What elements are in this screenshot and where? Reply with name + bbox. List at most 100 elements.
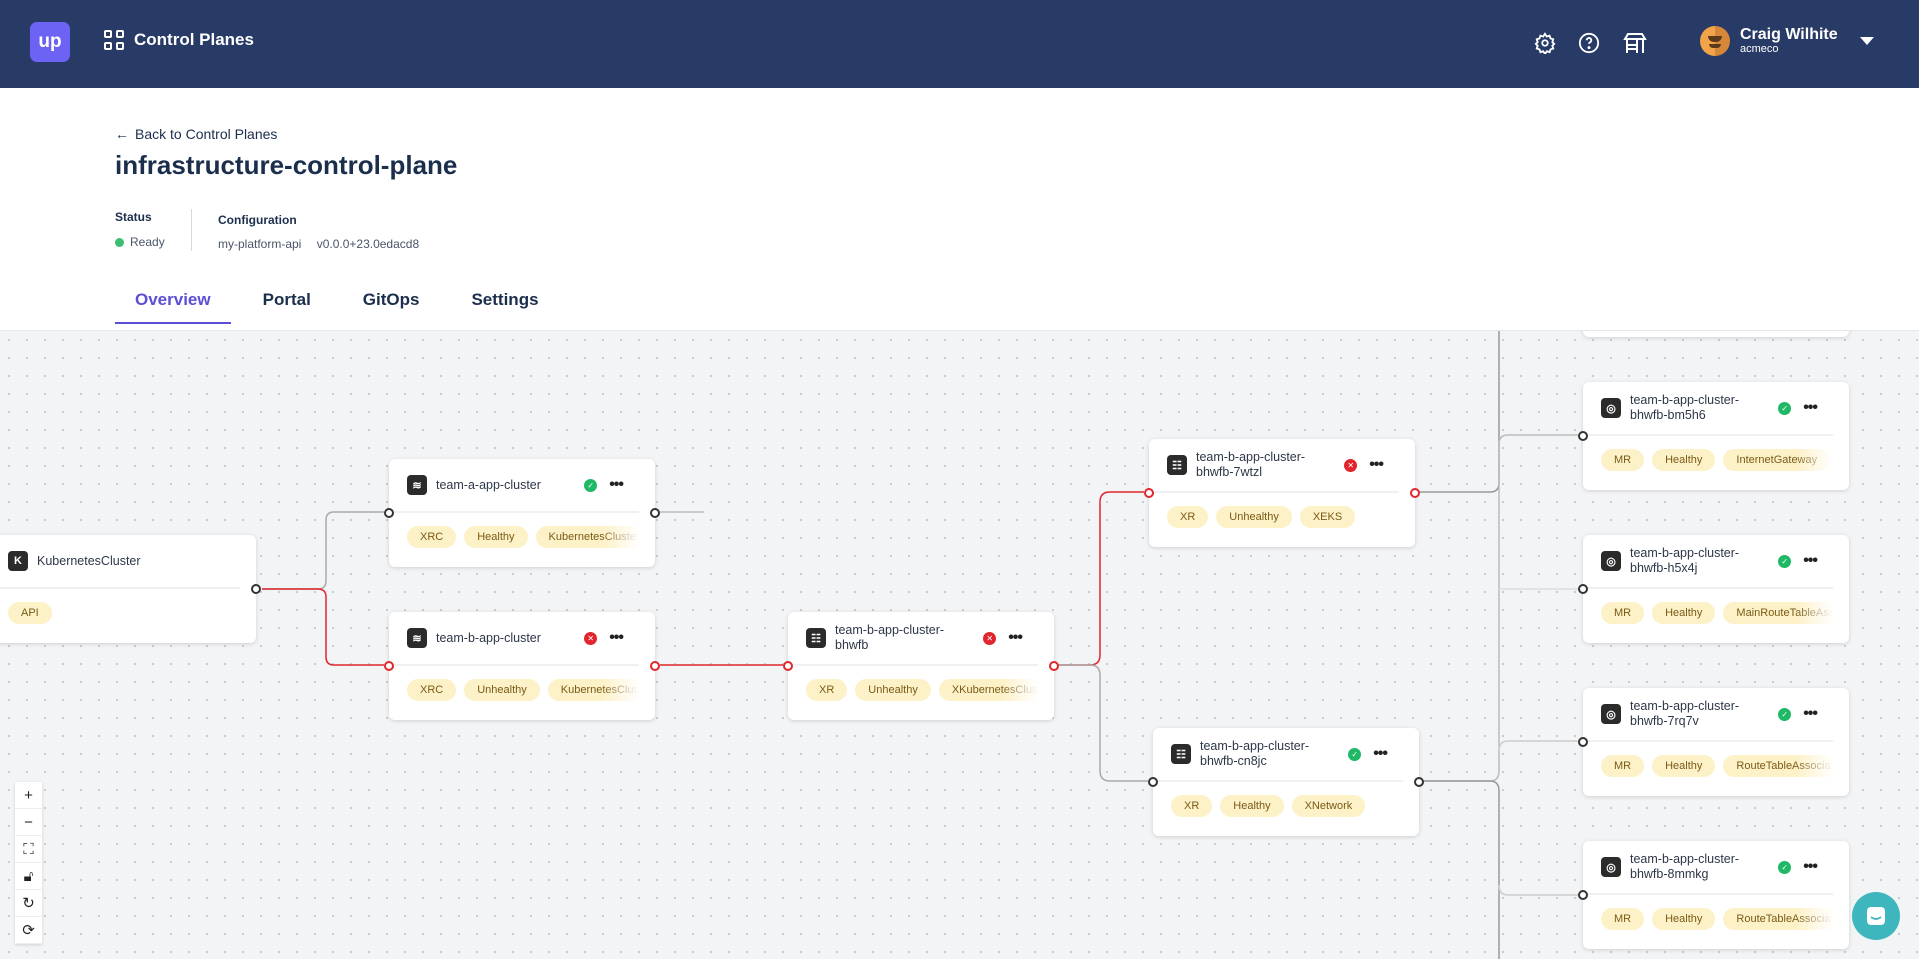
- configuration-label: Configuration: [218, 213, 297, 227]
- error-circle-icon: ✕: [983, 631, 997, 645]
- upbound-logo[interactable]: up: [30, 22, 70, 62]
- tag: Healthy: [1652, 602, 1716, 624]
- output-handle[interactable]: [1410, 488, 1420, 498]
- more-options-icon[interactable]: •••: [609, 476, 624, 493]
- fit-view-icon[interactable]: ⛶: [15, 836, 42, 863]
- managed-resource-icon: ◎: [1601, 857, 1621, 877]
- managed-resource-icon: ◎: [1601, 398, 1621, 418]
- tag: XRC: [407, 526, 457, 548]
- managed-resource-icon: ◎: [1601, 551, 1621, 571]
- settings-gear-icon[interactable]: [1532, 30, 1558, 56]
- status-dot: [115, 237, 124, 247]
- managed-resource-icon: ◎: [1601, 704, 1621, 724]
- lock-icon[interactable]: 🔓︎: [15, 863, 42, 890]
- user-name: Craig Wilhite: [1740, 26, 1838, 43]
- zoom-out-icon[interactable]: −: [15, 809, 42, 836]
- output-handle[interactable]: [1049, 661, 1059, 671]
- more-options-icon[interactable]: •••: [1803, 399, 1818, 416]
- more-options-icon[interactable]: •••: [609, 629, 624, 646]
- more-options-icon[interactable]: •••: [1373, 745, 1388, 762]
- zoom-in-icon[interactable]: +: [15, 782, 42, 809]
- tab-gitops[interactable]: GitOps: [362, 290, 420, 309]
- more-options-icon[interactable]: •••: [1803, 858, 1818, 875]
- output-handle[interactable]: [650, 508, 660, 518]
- status-value: Ready: [115, 235, 165, 249]
- tag: XR: [1171, 795, 1213, 817]
- marketplace-store-icon[interactable]: [1622, 30, 1648, 56]
- status-text: Ready: [130, 235, 165, 249]
- composite-icon: ☷: [1171, 744, 1191, 764]
- more-options-icon[interactable]: •••: [1803, 552, 1818, 569]
- node-header: ☷team-b-app-cluster-bhwfb-7wtzl✕•••: [1149, 439, 1399, 493]
- input-handle[interactable]: [1578, 431, 1588, 441]
- edge: [262, 511, 384, 590]
- tag: InternetGateway: [1723, 449, 1831, 471]
- back-link[interactable]: ← Back to Control Planes: [115, 126, 277, 142]
- input-handle[interactable]: [1578, 584, 1588, 594]
- avatar: [1700, 26, 1730, 56]
- input-handle[interactable]: [1148, 777, 1158, 787]
- configuration-name[interactable]: my-platform-api: [218, 237, 302, 251]
- more-options-icon[interactable]: •••: [1369, 456, 1384, 473]
- edge: [1419, 331, 1500, 493]
- edge: [1422, 780, 1500, 959]
- tag: API: [8, 602, 52, 624]
- more-options-icon[interactable]: •••: [1803, 705, 1818, 722]
- input-handle[interactable]: [1144, 488, 1154, 498]
- input-handle[interactable]: [1578, 737, 1588, 747]
- node-title: team-b-app-cluster-bhwfb-h5x4j: [1630, 546, 1740, 575]
- node-title: team-b-app-cluster-bhwfb-bm5h6: [1630, 393, 1740, 422]
- user-menu[interactable]: Craig Wilhite acmeco: [1700, 26, 1874, 56]
- input-handle[interactable]: [1578, 890, 1588, 900]
- control-planes-nav[interactable]: Control Planes: [104, 30, 254, 50]
- arrow-left-icon: ←: [115, 126, 129, 142]
- output-handle[interactable]: [1414, 777, 1424, 787]
- caret-down-icon[interactable]: [1859, 37, 1874, 45]
- input-handle[interactable]: [384, 508, 394, 518]
- refresh-icon[interactable]: ⟳: [15, 917, 42, 944]
- tab-overview[interactable]: Overview: [115, 290, 231, 324]
- help-icon[interactable]: [1576, 30, 1602, 56]
- node-header: ≋team-b-app-cluster✕•••: [389, 612, 639, 666]
- node-title: team-b-app-cluster: [436, 630, 541, 645]
- input-handle[interactable]: [384, 661, 394, 671]
- composite-icon: ☷: [1167, 455, 1187, 475]
- edge: [1498, 740, 1578, 752]
- tab-portal[interactable]: Portal: [262, 290, 311, 309]
- tag: Healthy: [1652, 449, 1716, 471]
- chat-support-button[interactable]: [1852, 892, 1900, 940]
- edge: [1058, 664, 1148, 782]
- graph-node-partial[interactable]: [1583, 331, 1849, 337]
- tab-settings[interactable]: Settings: [471, 290, 539, 309]
- layers-icon: ≋: [407, 475, 427, 495]
- page-title: infrastructure-control-plane: [115, 150, 458, 180]
- status-label: Status: [115, 210, 152, 224]
- divider: [191, 209, 192, 251]
- reset-icon[interactable]: ↻: [15, 890, 42, 917]
- output-handle[interactable]: [251, 584, 261, 594]
- tab-bar: Overview Portal GitOps Settings: [115, 290, 571, 324]
- more-options-icon[interactable]: •••: [1008, 629, 1023, 646]
- tag: RouteTableAssociation: [1723, 908, 1833, 930]
- tag: XNetwork: [1291, 795, 1366, 817]
- node-title: team-b-app-cluster-bhwfb-7wtzl: [1196, 450, 1306, 479]
- grid-icon: [104, 30, 124, 50]
- output-handle[interactable]: [650, 661, 660, 671]
- input-handle[interactable]: [783, 661, 793, 671]
- tag: XKubernetesCluster: [938, 679, 1038, 701]
- back-link-label: Back to Control Planes: [135, 126, 278, 142]
